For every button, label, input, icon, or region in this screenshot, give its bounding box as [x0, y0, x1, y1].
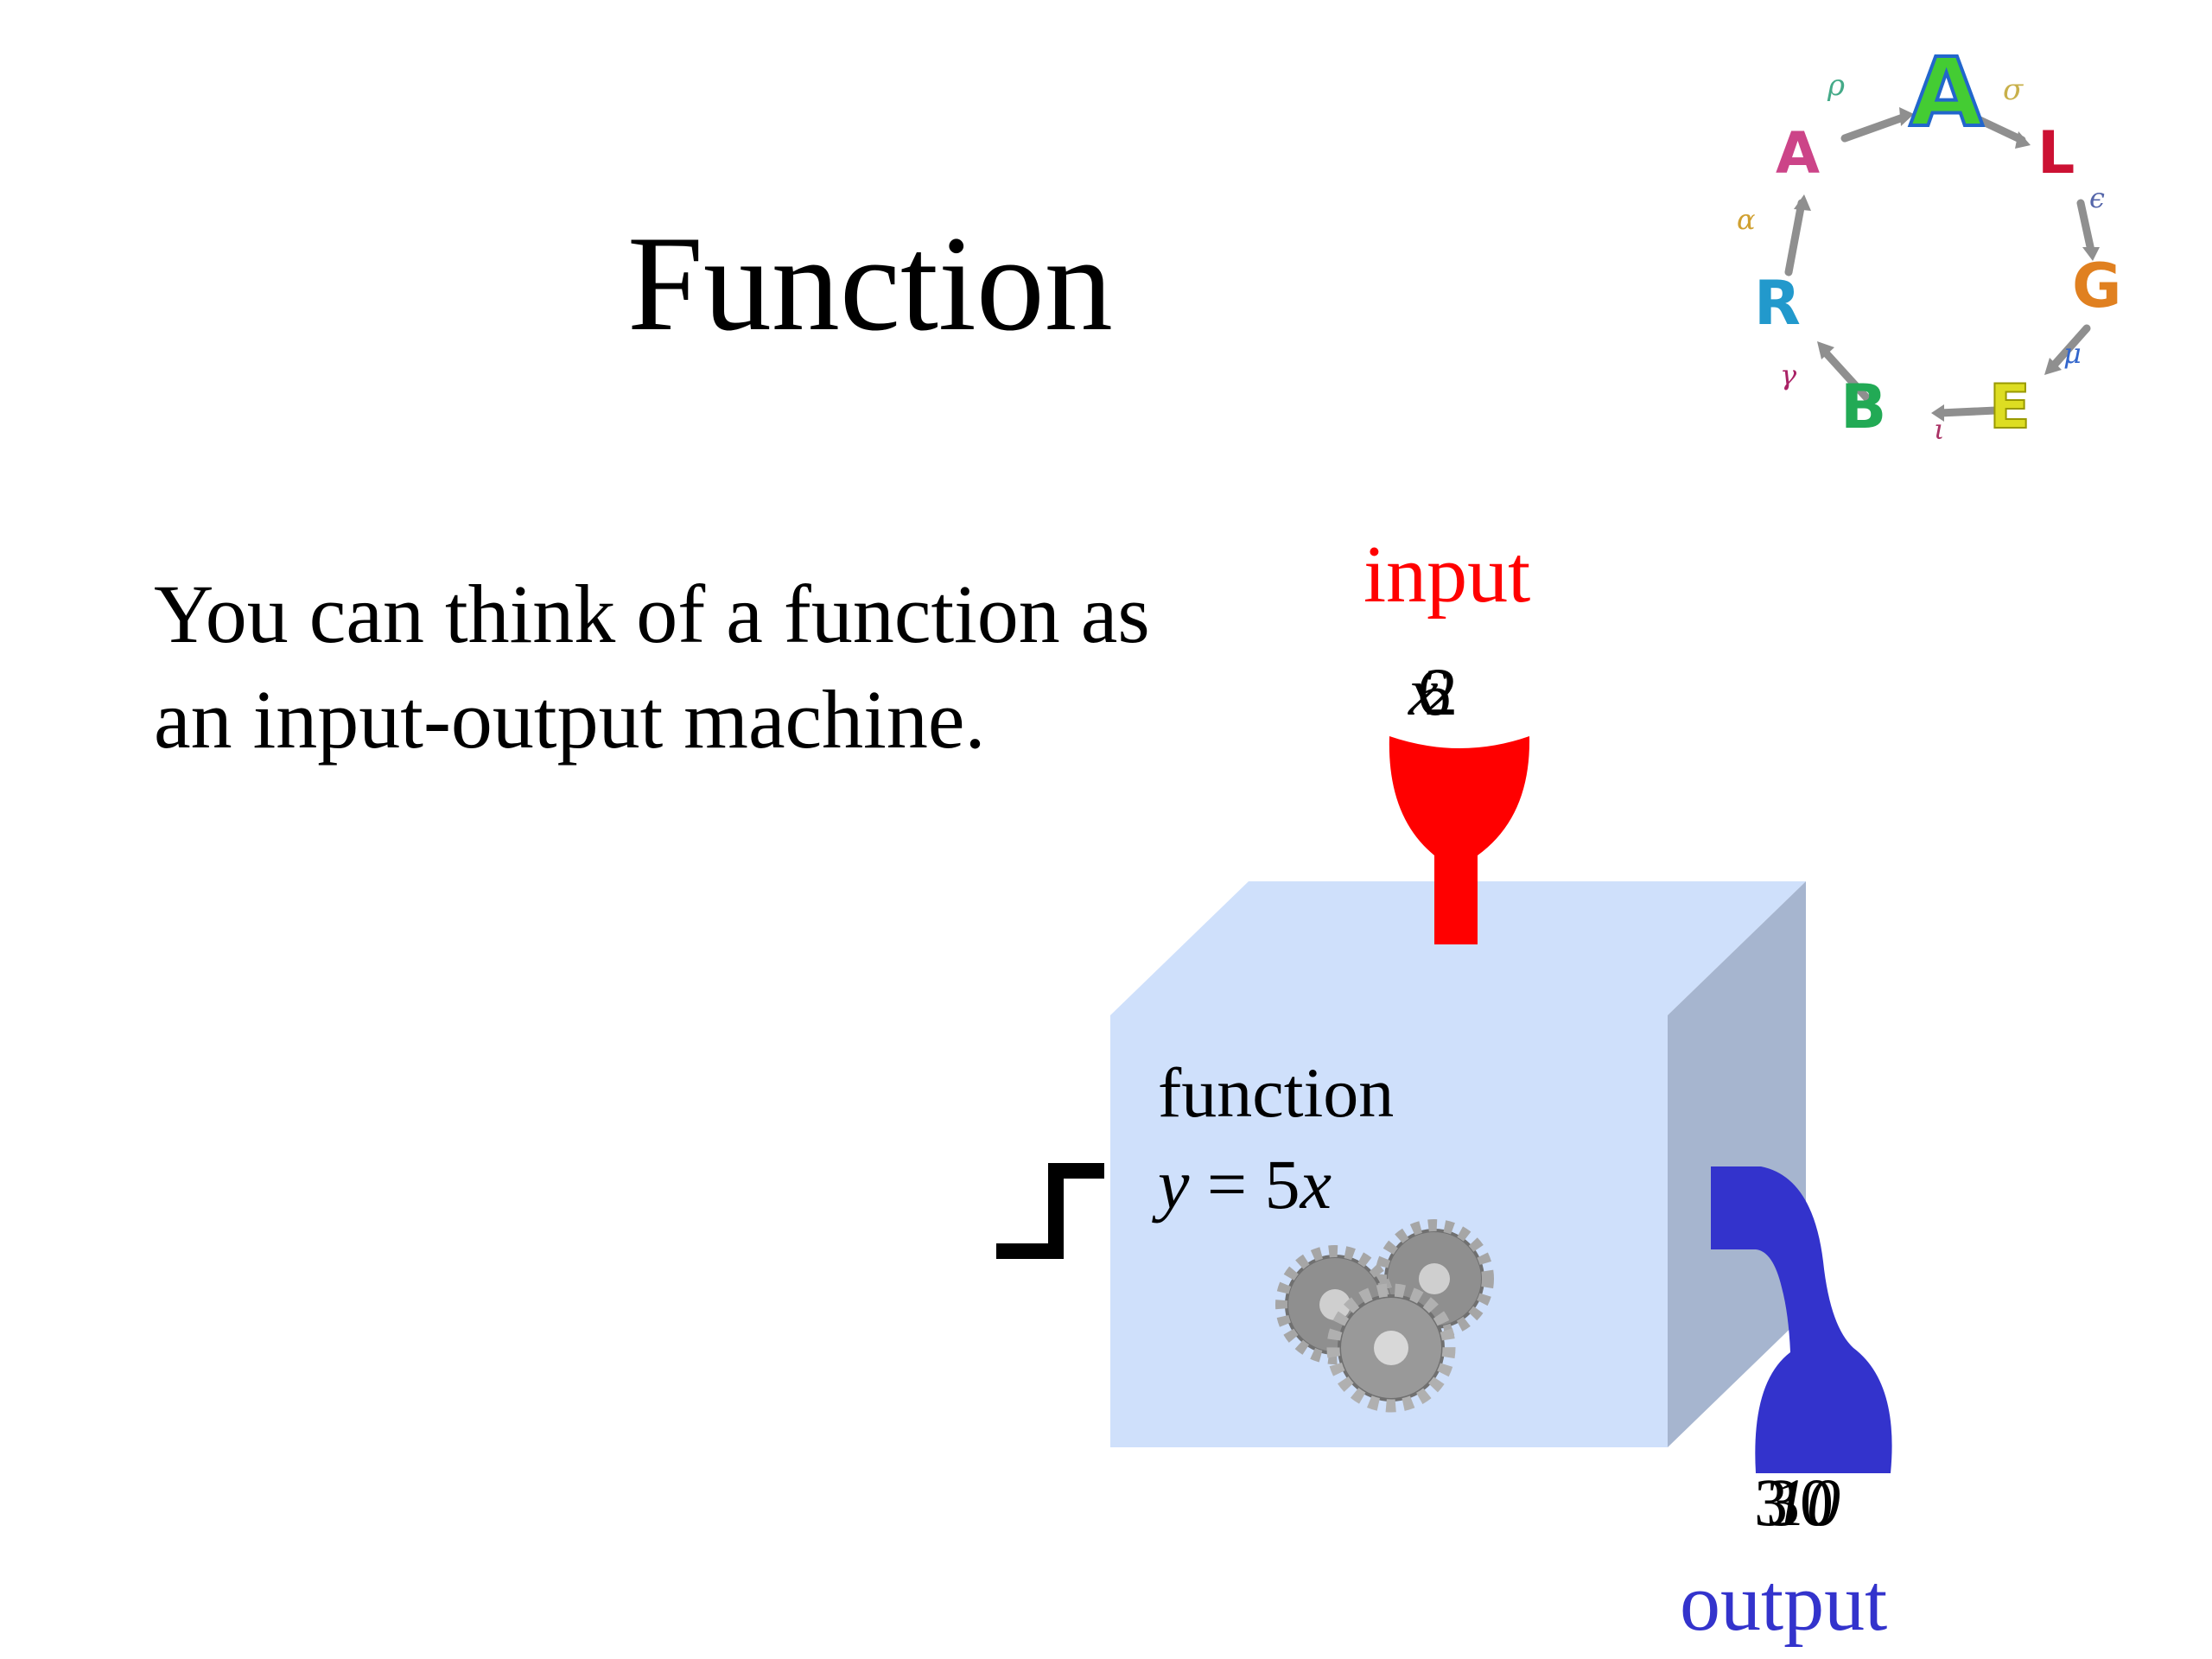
output-chute-icon: [1711, 1166, 1892, 1473]
logo-letter-L: L: [2037, 119, 2075, 188]
machine-equation: y = 5x: [1158, 1139, 1394, 1230]
machine-top-face: [1110, 881, 1806, 1015]
algebra-logo-icon: A L G E B R A σ ϵ μ ι γ α ρ: [1737, 43, 2121, 441]
input-funnel-icon: [1389, 736, 1530, 944]
logo-letter-B: B: [1840, 372, 1886, 441]
output-value-3: 3: [1754, 1465, 1788, 1540]
logo-letter-A-left: A: [1776, 120, 1820, 187]
logo-greek-rho: ρ: [1827, 68, 1845, 103]
logo-letter-A-top: A: [1910, 43, 1983, 148]
input-value-x: x: [1408, 654, 1439, 729]
body-text: You can think of a function as an input-…: [154, 562, 1303, 772]
output-value-30: 30: [1766, 1465, 1834, 1540]
logo-greek-sigma: σ: [2003, 73, 2024, 107]
logo-greek-gamma: γ: [1780, 359, 1797, 391]
gears-icon: [1275, 1219, 1494, 1413]
logo-greek-mu: μ: [2063, 337, 2082, 370]
page-title: Function: [627, 208, 1113, 359]
logo-letter-E: E: [1989, 372, 2031, 441]
body-line-1: You can think of a function as: [154, 568, 1150, 660]
logo-letter-G: G: [2072, 251, 2121, 321]
input-value-6: 6: [1417, 654, 1451, 729]
machine-side-face: [1668, 881, 1806, 1447]
equation-x: x: [1300, 1145, 1332, 1224]
output-label: output: [1680, 1558, 1888, 1648]
logo-greek-epsilon: ϵ: [2089, 181, 2105, 214]
input-label: input: [1363, 530, 1531, 620]
crank-handle-icon: [996, 1163, 1104, 1259]
logo-greek-alpha: α: [1737, 203, 1756, 236]
body-line-2: an input-output machine.: [154, 673, 986, 766]
machine-function-label-group: function y = 5x: [1158, 1047, 1394, 1230]
equation-rhs: = 5: [1189, 1145, 1300, 1224]
input-value-2: 2: [1424, 654, 1458, 729]
machine-function-label: function: [1158, 1053, 1395, 1132]
logo-letter-R: R: [1754, 268, 1801, 339]
output-value-10: 10: [1773, 1465, 1840, 1540]
logo-greek-iota: ι: [1934, 413, 1945, 441]
equation-y: y: [1158, 1145, 1190, 1224]
